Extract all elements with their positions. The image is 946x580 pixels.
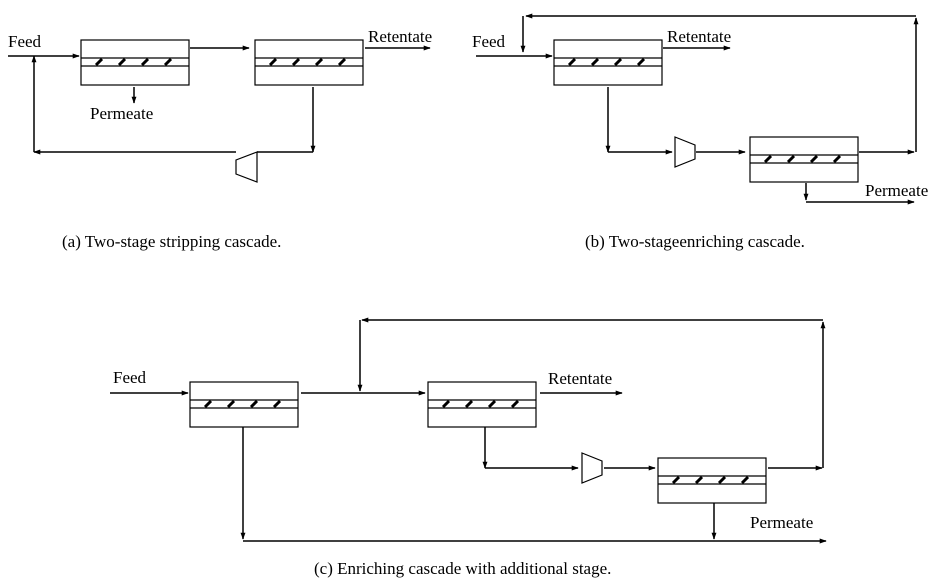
diagram-a [8,45,431,155]
membrane-stage-1 [79,38,191,87]
retentate-label: Retentate [667,27,731,46]
compressor-icon [235,151,258,183]
feed-label: Feed [8,32,42,51]
caption-a: (a) Two-stage stripping cascade. [62,232,281,251]
retentate-label: Retentate [368,27,432,46]
caption-c: (c) Enriching cascade with additional st… [314,559,611,578]
permeate-label: Permeate [865,181,928,200]
diagram-c [110,317,827,544]
feed-label: Feed [472,32,506,51]
compressor-icon [674,136,696,168]
feed-label: Feed [113,368,147,387]
diagram-b [476,13,919,205]
caption-b: (b) Two-stageenriching cascade. [585,232,805,251]
membrane-stage-2 [748,135,860,184]
membrane-stage-2 [253,38,365,87]
permeate-label: Permeate [750,513,813,532]
permeate-label: Permeate [90,104,153,123]
membrane-stage-2 [426,380,538,429]
membrane-stage-1 [188,380,300,429]
membrane-stage-3 [656,456,768,505]
retentate-label: Retentate [548,369,612,388]
compressor-icon [581,452,603,484]
membrane-stage-1 [552,38,664,87]
